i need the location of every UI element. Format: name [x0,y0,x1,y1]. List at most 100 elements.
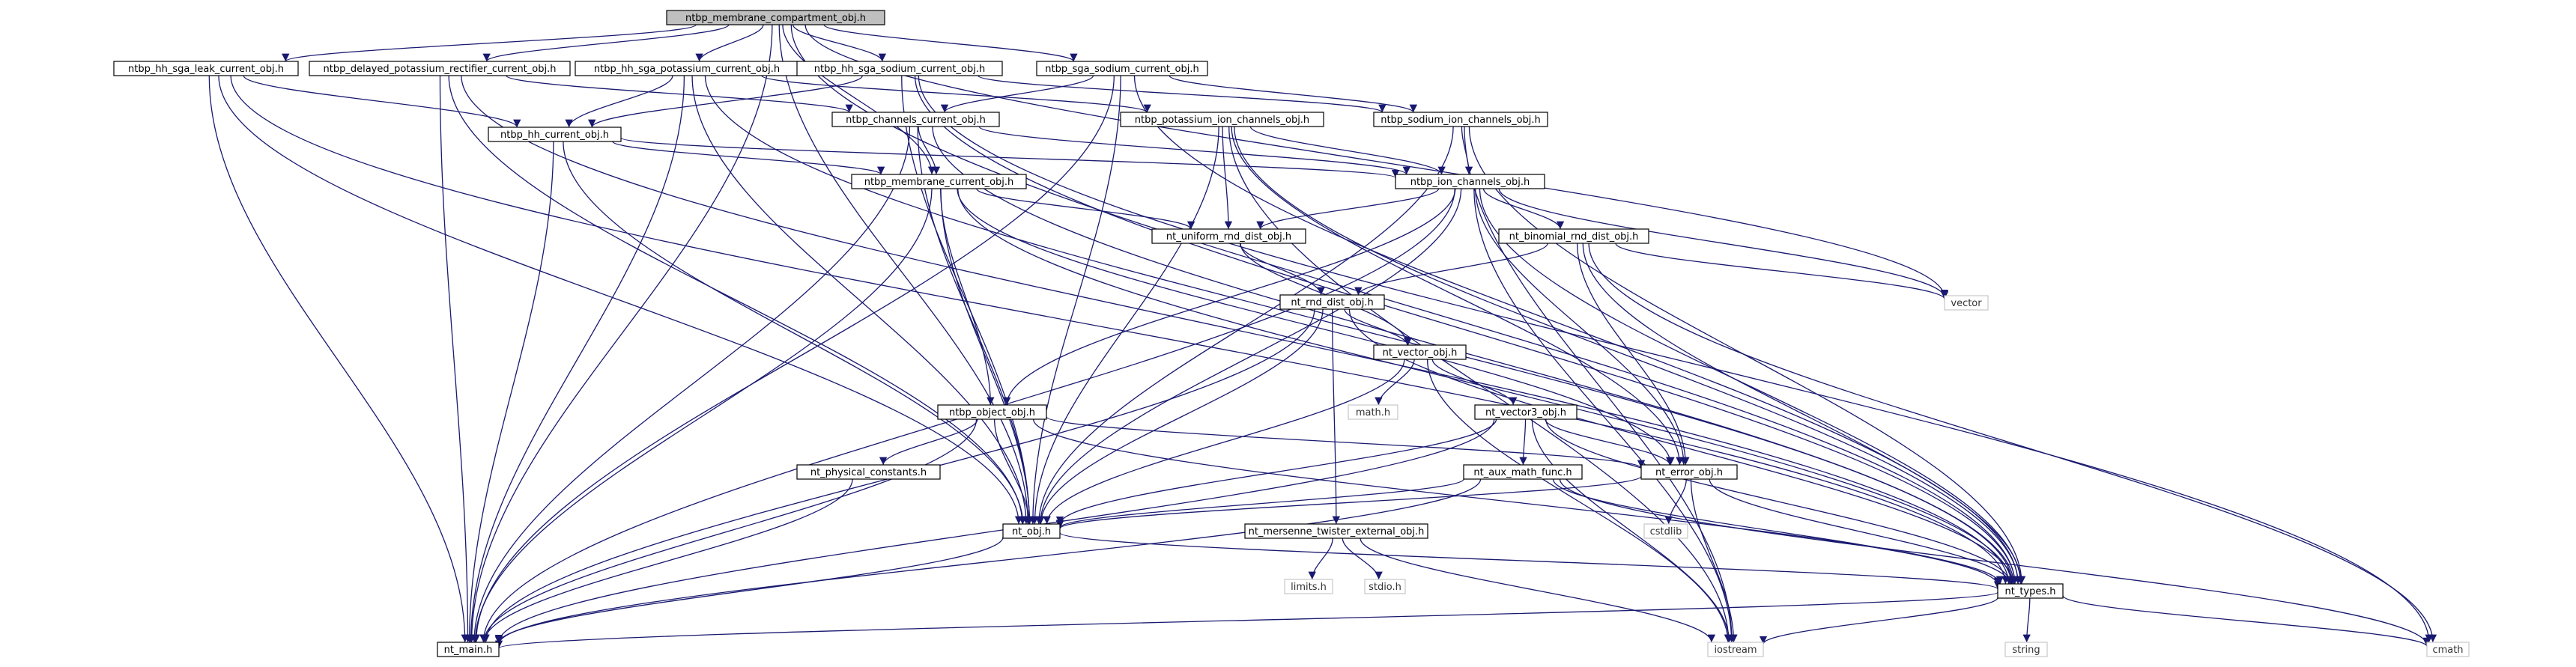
node-label: stdio.h [1369,582,1401,593]
node-unif[interactable]: nt_uniform_rnd_dist_obj.h [1151,228,1306,244]
edge-naion-to-iostream [1464,126,1736,643]
node-label: ntbp_sga_sodium_current_obj.h [1045,64,1198,75]
node-delayed[interactable]: ntbp_delayed_potassium_rectifier_current… [309,61,571,76]
edge-ionch-to-err [1475,188,1688,466]
edge-object-to-ntobj [993,418,1034,525]
node-label: ntbp_hh_sga_sodium_current_obj.h [814,64,985,75]
edge-object-to-main [479,418,978,643]
edge-sgana-to-chcur [940,75,1094,113]
node-box [1373,112,1548,127]
edge-err-to-cstdlib [1664,478,1687,525]
edge-hhk-to-ntobj [691,75,1031,525]
edge-hhk-to-kion [761,75,1151,113]
edge-ionch-to-types [1479,188,2025,585]
node-box [1997,583,2064,599]
node-object[interactable]: ntbp_object_obj.h [937,404,1047,420]
node-rnd[interactable]: nt_rnd_dist_obj.h [1279,294,1385,310]
edge-ionch-to-iostream [1473,188,1736,643]
node-kion[interactable]: ntbp_potassium_ion_channels_obj.h [1120,112,1324,127]
node-label: ntbp_delayed_potassium_rectifier_current… [324,64,557,75]
node-box [1151,228,1306,244]
edge-aux-to-cmath [1559,478,2431,646]
node-hhcur[interactable]: ntbp_hh_current_obj.h [488,127,622,142]
node-box [1498,228,1649,244]
node-vec[interactable]: nt_vector_obj.h [1373,344,1467,360]
edge-root-to-leak [282,24,697,62]
node-phys[interactable]: nt_physical_constants.h [796,464,941,480]
node-mathh: math.h [1348,404,1398,420]
node-label: ntbp_hh_current_obj.h [500,130,609,141]
node-label: nt_error_obj.h [1655,467,1723,478]
node-hhna[interactable]: ntbp_hh_sga_sodium_current_obj.h [796,61,1003,76]
edge-kion-to-ionch [1249,126,1446,175]
node-sgana[interactable]: ntbp_sga_sodium_current_obj.h [1036,61,1208,76]
edge-hhna-to-ntobj [901,75,1034,525]
edge-object-to-err [1046,416,1645,469]
node-label: nt_uniform_rnd_dist_obj.h [1166,231,1291,243]
node-label: nt_vector3_obj.h [1485,407,1566,418]
edge-hhk-to-hhcur [565,75,673,128]
node-naion[interactable]: ntbp_sodium_ion_channels_obj.h [1373,112,1548,127]
edge-ntobj-to-main [494,537,1004,644]
edge-rnd-to-mt [1332,308,1341,525]
edge-vec3-to-ntobj [1055,418,1497,525]
edge-mt-to-stdio [1342,537,1383,580]
node-limits: limits.h [1284,579,1333,594]
edge-err-to-types [1709,478,2014,585]
edge-delayed-to-ntobj [448,75,1027,525]
edge-vec3-to-aux [1519,418,1527,466]
edge-chcur-to-types [932,126,2018,585]
node-cmath: cmath [2426,642,2470,657]
node-box [488,127,622,142]
edge-root-to-main [467,24,773,643]
edge-mt-to-limits [1308,537,1333,580]
edge-binom-to-err [1576,243,1690,466]
node-err[interactable]: nt_error_obj.h [1640,464,1738,480]
node-types[interactable]: nt_types.h [1997,583,2064,599]
edge-leak-to-hhcur [243,75,521,128]
edge-rnd-to-ntobj [1037,308,1324,525]
node-label: nt_physical_constants.h [810,467,927,478]
edge-root-to-delayed [482,24,730,62]
edge-ionch-to-object [1003,188,1456,406]
node-mt[interactable]: nt_mersenne_twister_external_obj.h [1244,523,1428,539]
node-box [937,404,1047,420]
node-box [1944,295,1989,311]
node-box [831,112,1000,127]
node-aux[interactable]: nt_aux_math_func.h [1463,464,1583,480]
node-string: string [2004,642,2048,657]
edge-root-to-hhna [792,24,887,62]
node-binom[interactable]: nt_binomial_rnd_dist_obj.h [1498,228,1649,244]
node-stdio: stdio.h [1364,579,1406,594]
node-box [437,642,500,657]
edge-naion-to-ionch [1461,126,1473,175]
edge-leak-to-ntobj [218,75,1023,525]
edge-sgana-to-naion [1169,75,1417,113]
edge-binom-to-rnd [1354,243,1548,296]
node-ionch[interactable]: ntbp_ion_channels_obj.h [1395,174,1545,189]
node-box [1120,112,1324,127]
edge-ionch-to-binom [1482,188,1565,230]
node-chcur[interactable]: ntbp_channels_current_obj.h [831,112,1000,127]
edge-types-to-main [495,591,1998,649]
node-box [1395,174,1545,189]
node-box [1036,61,1208,76]
node-main[interactable]: nt_main.h [437,642,500,657]
edge-vec-to-vec3 [1431,359,1518,406]
edge-hhcur-to-memcur [612,141,885,175]
edge-vec3-to-err [1545,418,1674,466]
edge-sgana-to-main [472,75,1115,643]
node-box [1707,642,1764,657]
edge-kion-to-err [1231,126,1684,466]
edge-ionch-to-unif [1256,188,1440,230]
node-label: ntbp_hh_sga_potassium_current_obj.h [594,64,780,75]
edge-types-to-cmath [2062,595,2431,648]
node-memcur[interactable]: ntbp_membrane_current_obj.h [851,174,1027,189]
node-ntobj[interactable]: nt_obj.h [1002,523,1061,539]
node-label: math.h [1356,407,1390,418]
node-hhk[interactable]: ntbp_hh_sga_potassium_current_obj.h [575,61,799,76]
edge-leak-to-types [230,75,2010,585]
node-vec3[interactable]: nt_vector3_obj.h [1474,404,1578,420]
node-leak[interactable]: ntbp_hh_sga_leak_current_obj.h [113,61,299,76]
edge-vec-to-iostream [1426,359,1733,643]
